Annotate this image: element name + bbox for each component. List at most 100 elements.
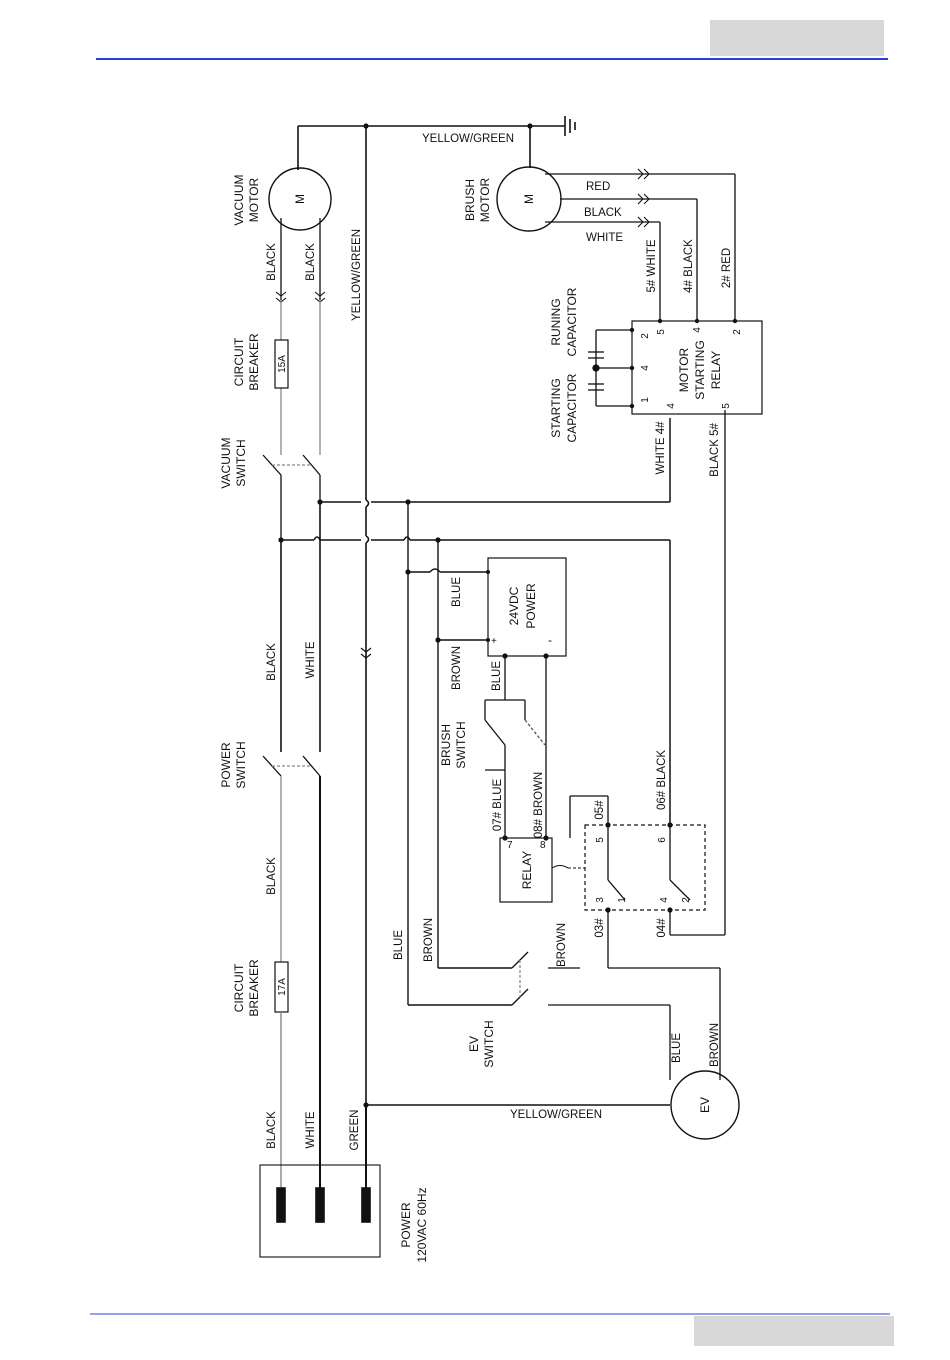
motor-relay-pin-2: 2 bbox=[640, 333, 651, 339]
brush-motor-symbol: M bbox=[522, 194, 536, 204]
wire-label-black-brush: BLACK bbox=[584, 207, 622, 219]
motor-relay-pin-1: 1 bbox=[640, 397, 651, 403]
psu-label-2: POWER bbox=[524, 583, 538, 629]
breaker-15a-label-1: CIRCUIT bbox=[232, 337, 246, 386]
contact-pin-6: 6 bbox=[657, 837, 668, 843]
motor-relay-pin-4c: 4 bbox=[666, 403, 677, 409]
ev-switch-label-2: SWITCH bbox=[482, 1020, 496, 1067]
wire-label-ev-brown: BROWN bbox=[709, 1023, 721, 1067]
wire-label-07-blue: 07# BLUE bbox=[492, 778, 504, 831]
breaker-15a-label-2: BREAKER bbox=[247, 333, 261, 391]
relay-pin-7: 7 bbox=[507, 840, 513, 851]
junction-dots bbox=[278, 123, 738, 1108]
brush-switch-label-2: SWITCH bbox=[454, 721, 468, 768]
wire-label-blue-left: BLUE bbox=[393, 930, 405, 960]
mains-box bbox=[259, 1164, 381, 1258]
motor-relay-label-3: RELAY bbox=[709, 351, 723, 389]
vacuum-switch-label-1: VACUUM bbox=[219, 437, 233, 488]
wire-label-white-mid: WHITE bbox=[305, 641, 317, 678]
wire-label-brown-ps: BROWN bbox=[451, 646, 463, 690]
wire-label-green-bottom: GREEN bbox=[349, 1110, 361, 1151]
vacuum-buses bbox=[281, 418, 671, 825]
capacitors bbox=[588, 329, 632, 407]
starting-capacitor-label-1: STARTING bbox=[549, 378, 563, 438]
yellow-green-main bbox=[360, 126, 670, 1106]
wire-label-blue-ps2: BLUE bbox=[491, 661, 503, 691]
power-switch-label-1: POWER bbox=[219, 742, 233, 788]
breaker-15a-rating: 15A bbox=[277, 355, 288, 373]
contact-block bbox=[584, 824, 706, 911]
wire-label-white-4: WHITE 4# bbox=[655, 421, 667, 475]
psu-label-1: 24VDC bbox=[507, 586, 521, 625]
breaker-15a bbox=[274, 339, 289, 389]
wire-label-red: RED bbox=[586, 181, 610, 193]
motor-relay-label-1: MOTOR bbox=[677, 347, 691, 392]
wire-label-yellow-green-top: YELLOW/GREEN bbox=[422, 133, 514, 145]
vacuum-motor-label-1: VACUUM bbox=[232, 174, 246, 225]
breaker-17a-label-2: BREAKER bbox=[247, 959, 261, 1017]
motor-relay-pin-4b: 4 bbox=[692, 327, 703, 333]
wire-label-black-mid: BLACK bbox=[266, 643, 278, 681]
wire-label-blue-ps: BLUE bbox=[451, 577, 463, 607]
psu-plus: + bbox=[491, 636, 497, 647]
motor-relay-label-2: STARTING bbox=[693, 340, 707, 400]
header-tab bbox=[710, 20, 884, 56]
wire-label-ev-blue: BLUE bbox=[671, 1033, 683, 1063]
wire-label-yellow-green-vertical: YELLOW/GREEN bbox=[351, 229, 363, 321]
brush-motor-label-2: MOTOR bbox=[478, 177, 492, 222]
wire-label-brown-left: BROWN bbox=[423, 918, 435, 962]
vacuum-motor bbox=[268, 167, 332, 231]
psu-feed bbox=[407, 502, 512, 1006]
wire-label-black-low: BLACK bbox=[266, 857, 278, 895]
ev-switch-label-1: EV bbox=[467, 1036, 481, 1052]
psu-minus: - bbox=[548, 633, 552, 647]
power-switch-label-2: SWITCH bbox=[234, 741, 248, 788]
brush-motor-wires bbox=[545, 168, 736, 321]
motor-relay-pin-5: 5 bbox=[656, 329, 667, 335]
wire-label-04: 04# bbox=[656, 918, 668, 938]
ev-valve bbox=[670, 1070, 740, 1140]
mains-pin-1 bbox=[276, 1187, 286, 1223]
wire-label-brown-right: BROWN bbox=[556, 923, 568, 967]
brush-switch-label-1: BRUSH bbox=[439, 724, 453, 766]
brush-motor-label-1: BRUSH bbox=[463, 179, 477, 221]
motor-relay-pin-5b: 5 bbox=[721, 403, 732, 409]
ev-label: EV bbox=[698, 1097, 712, 1113]
wire-label-08-brown: 08# BROWN bbox=[533, 772, 545, 838]
relay-label: RELAY bbox=[520, 851, 534, 889]
ev-switch bbox=[511, 951, 529, 1006]
contact-pin-1: 1 bbox=[617, 897, 628, 903]
wire-label-yellow-green-bottom: YELLOW/GREEN bbox=[510, 1109, 602, 1121]
mains-pin-3 bbox=[361, 1187, 371, 1223]
running-capacitor-label-2: CAPACITOR bbox=[565, 287, 579, 356]
breaker-17a-label-1: CIRCUIT bbox=[232, 963, 246, 1012]
power-supply-24vdc bbox=[487, 557, 567, 657]
wire-label-05: 05# bbox=[594, 800, 606, 820]
wire-label-vac-black-1: BLACK bbox=[266, 243, 278, 281]
wire-label-2-red: 2# RED bbox=[721, 248, 733, 288]
wire-label-black-5: BLACK 5# bbox=[709, 423, 721, 477]
mains-pin-2 bbox=[315, 1187, 325, 1223]
contact-pin-2: 2 bbox=[681, 897, 692, 903]
main-lines bbox=[280, 500, 321, 752]
vacuum-motor-label-2: MOTOR bbox=[247, 177, 261, 222]
breaker-17a-rating: 17A bbox=[277, 978, 288, 996]
wire-label-vac-black-2: BLACK bbox=[305, 243, 317, 281]
motor-relay-pin-2b: 2 bbox=[732, 329, 743, 335]
wire-label-4-black: 4# BLACK bbox=[683, 239, 695, 293]
wire-label-5-white: 5# WHITE bbox=[646, 239, 658, 292]
wire-label-black-bottom: BLACK bbox=[266, 1111, 278, 1149]
relay-pin-8: 8 bbox=[540, 840, 546, 851]
wire-label-white-bottom: WHITE bbox=[305, 1111, 317, 1148]
ground-bus bbox=[297, 116, 576, 170]
relay bbox=[499, 837, 553, 903]
contact-block-wiring bbox=[548, 410, 726, 1080]
contact-pin-3: 3 bbox=[595, 897, 606, 903]
mains-label-1: POWER bbox=[399, 1202, 413, 1248]
vacuum-switch-label-2: SWITCH bbox=[234, 439, 248, 486]
contact-pin-5: 5 bbox=[595, 837, 606, 843]
starting-capacitor-label-2: CAPACITOR bbox=[565, 373, 579, 442]
wire-label-03: 03# bbox=[594, 918, 606, 938]
wire-label-white-brush: WHITE bbox=[586, 232, 623, 244]
